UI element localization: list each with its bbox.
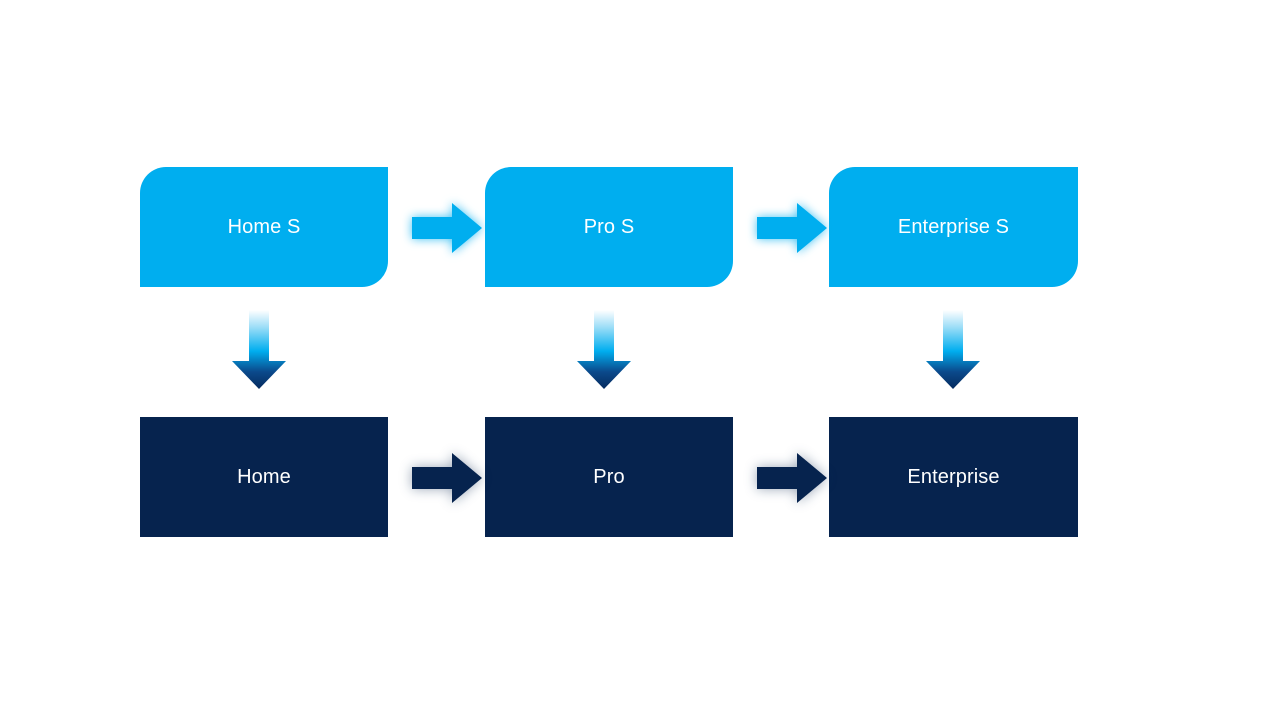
- connector-home-s-to-pro-s: [406, 197, 486, 259]
- node-label: Enterprise: [907, 466, 1000, 488]
- arrow-right-icon: [751, 447, 831, 509]
- node-home[interactable]: Home: [140, 417, 388, 537]
- arrow-right-icon: [751, 197, 831, 259]
- node-label: Pro S: [583, 216, 635, 238]
- node-enterprise[interactable]: Enterprise: [829, 417, 1078, 537]
- node-label: Pro: [593, 466, 625, 488]
- arrow-right-icon: [406, 197, 486, 259]
- connector-pro-to-enterprise: [751, 447, 831, 509]
- node-label: Enterprise S: [897, 216, 1010, 238]
- arrow-down-icon: [922, 308, 984, 392]
- connector-pro-s-to-pro: [573, 308, 635, 392]
- node-label: Home S: [227, 216, 301, 238]
- arrow-down-icon: [573, 308, 635, 392]
- arrow-down-icon: [228, 308, 290, 392]
- node-label: Home: [237, 466, 291, 488]
- connector-pro-s-to-enterprise-s: [751, 197, 831, 259]
- node-enterprise-s[interactable]: Enterprise S: [829, 167, 1078, 287]
- node-pro[interactable]: Pro: [485, 417, 733, 537]
- node-pro-s[interactable]: Pro S: [485, 167, 733, 287]
- arrow-right-icon: [406, 447, 486, 509]
- connector-enterprise-s-to-enterprise: [922, 308, 984, 392]
- connector-home-to-pro: [406, 447, 486, 509]
- connector-home-s-to-home: [228, 308, 290, 392]
- node-home-s[interactable]: Home S: [140, 167, 388, 287]
